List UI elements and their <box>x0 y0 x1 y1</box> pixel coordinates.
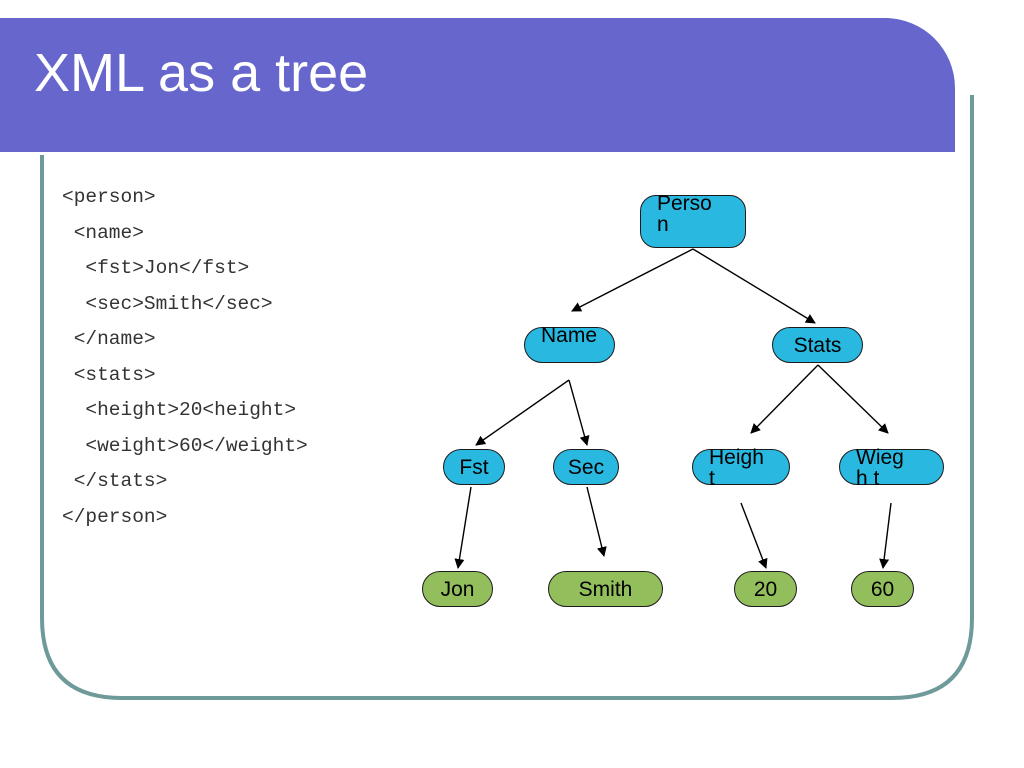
tree-node-label: Sec <box>567 455 605 479</box>
edge-stats-wiegh <box>817 364 889 434</box>
title-underline <box>0 152 905 155</box>
edge-person-name <box>571 248 694 312</box>
edge-wiegh-v60 <box>879 502 892 569</box>
tree-node-jon: Jon <box>422 571 493 607</box>
tree-node-smith: Smith <box>548 571 663 607</box>
tree-node-fst: Fst <box>443 449 505 485</box>
tree-node-label: Name <box>541 324 598 347</box>
edge-fst-jon <box>454 486 472 569</box>
code-line: <stats> <box>62 363 156 386</box>
code-line: </name> <box>62 328 156 350</box>
edge-person-stats <box>692 248 816 324</box>
code-line: <weight>60</weight> <box>62 434 308 457</box>
edge-stats-height <box>750 364 819 434</box>
tree-node-label: Person <box>657 192 712 236</box>
content-frame <box>40 95 974 700</box>
tree-edges <box>454 248 892 569</box>
slide-title: XML as a tree <box>34 43 369 103</box>
edge-height-v20 <box>740 502 768 569</box>
code-line: <person> <box>62 186 156 208</box>
code-line: </person> <box>62 505 168 528</box>
tree-node-sec: Sec <box>553 449 619 485</box>
title-bar <box>0 18 955 155</box>
edge-sec-smith <box>586 486 607 557</box>
tree-node-label: 60 <box>870 577 895 601</box>
xml-code-block: <person> <name> <fst>Jon</fst> <sec>Smit… <box>62 180 308 535</box>
tree-node-label: Height <box>709 446 764 490</box>
tree-node-label: Smith <box>578 577 633 601</box>
code-line: <height>20<height> <box>62 399 297 421</box>
tree-node-20: 20 <box>734 571 797 607</box>
tree-node-label: 20 <box>753 577 778 601</box>
tree-node-stats: Stats <box>772 327 863 363</box>
tree-node-label: Fst <box>459 455 489 479</box>
tree-node-wiegh: Wiegh t <box>839 447 944 489</box>
edge-name-sec <box>568 379 590 446</box>
tree-node-height: Height <box>692 447 790 489</box>
tree-node-person: Person <box>640 192 746 248</box>
code-line: <fst>Jon</fst> <box>62 257 250 279</box>
tree-node-label: Stats <box>793 333 842 357</box>
code-line: <name> <box>62 221 144 244</box>
code-line: <sec>Smith</sec> <box>62 292 273 315</box>
tree-node-name: Name <box>524 324 615 363</box>
tree-node-60: 60 <box>851 571 914 607</box>
tree-node-label: Wiegh t <box>856 446 904 490</box>
tree-node-label: Jon <box>440 577 475 601</box>
edge-name-fst <box>475 379 570 446</box>
code-line: </stats> <box>62 470 168 492</box>
